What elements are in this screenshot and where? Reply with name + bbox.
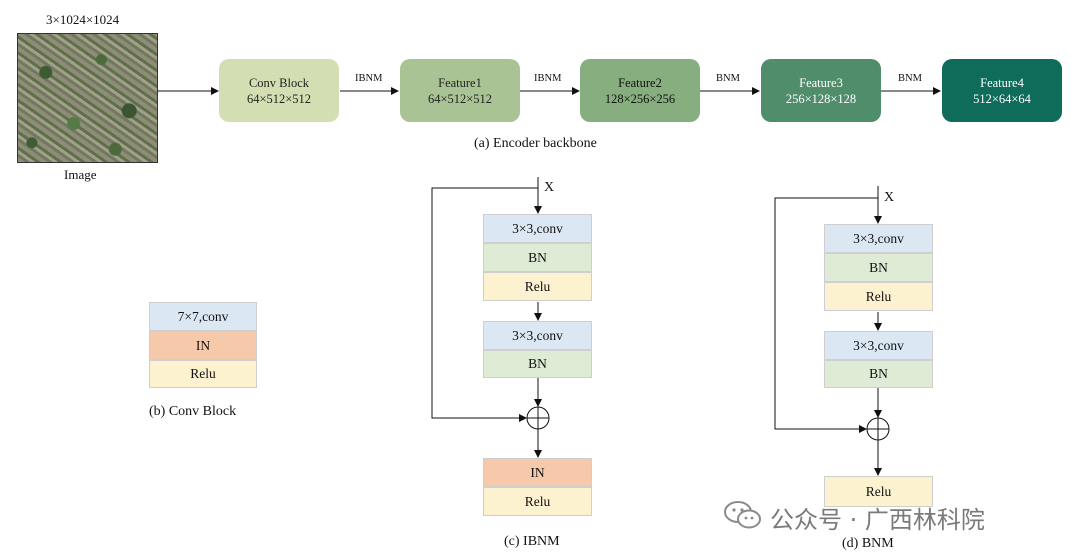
image-label: Image xyxy=(64,167,97,182)
ibnm-layer-relu2: Relu xyxy=(483,487,592,516)
feature2-node: Feature2 128×256×256 xyxy=(580,59,700,122)
feature4-size: 512×64×64 xyxy=(973,91,1031,106)
ibnm-layer-conv1: 3×3,conv xyxy=(483,214,592,243)
ibnm-layer-bn2: BN xyxy=(483,350,592,378)
conv-block-node: Conv Block 64×512×512 xyxy=(219,59,339,122)
bnm-layer-conv1: 3×3,conv xyxy=(824,224,933,253)
feature4-node: Feature4 512×64×64 xyxy=(942,59,1062,122)
input-size-label: 3×1024×1024 xyxy=(46,12,120,27)
edge-label-2: IBNM xyxy=(534,73,562,84)
feature1-size: 64×512×512 xyxy=(427,91,493,106)
bnm-input-label: X xyxy=(884,190,895,205)
bnm-layer-relu1: Relu xyxy=(824,282,933,311)
convblock-layer-relu: Relu xyxy=(149,360,257,388)
bnm-caption: (d) BNM xyxy=(842,536,894,551)
ibnm-layer-conv2: 3×3,conv xyxy=(483,321,592,350)
encoder-caption: (a) Encoder backbone xyxy=(474,136,597,151)
feature3-node: Feature3 256×128×128 xyxy=(761,59,881,122)
ibnm-layer-bn1: BN xyxy=(483,243,592,272)
convblock-layer-in: IN xyxy=(149,331,257,360)
bnm-layer-bn1: BN xyxy=(824,253,933,282)
bnm-layer-conv2: 3×3,conv xyxy=(824,331,933,360)
bnm-layer-bn2: BN xyxy=(824,360,933,388)
conv-block-size: 64×512×512 xyxy=(246,91,312,106)
conv-block-name: Conv Block xyxy=(248,75,310,90)
feature3-size: 256×128×128 xyxy=(785,91,857,106)
wechat-icon xyxy=(724,500,762,530)
ibnm-caption: (c) IBNM xyxy=(504,534,560,549)
feature2-name: Feature2 xyxy=(618,75,662,90)
input-image xyxy=(17,33,158,163)
watermark-text: 公众号 · 广西林科院 xyxy=(770,506,985,534)
ibnm-layer-in: IN xyxy=(483,458,592,487)
edge-label-3: BNM xyxy=(716,73,740,84)
ibnm-input-label: X xyxy=(544,180,555,195)
feature2-size: 128×256×256 xyxy=(604,91,676,106)
feature4-name: Feature4 xyxy=(980,75,1024,90)
feature1-node: Feature1 64×512×512 xyxy=(400,59,520,122)
feature3-name: Feature3 xyxy=(799,75,843,90)
edge-label-1: IBNM xyxy=(355,73,383,84)
convblock-caption: (b) Conv Block xyxy=(149,404,237,419)
edge-label-4: BNM xyxy=(898,73,922,84)
ibnm-layer-relu1: Relu xyxy=(483,272,592,301)
bnm-layer-relu2: Relu xyxy=(824,476,933,507)
convblock-layer-conv: 7×7,conv xyxy=(149,302,257,331)
feature1-name: Feature1 xyxy=(438,75,482,90)
